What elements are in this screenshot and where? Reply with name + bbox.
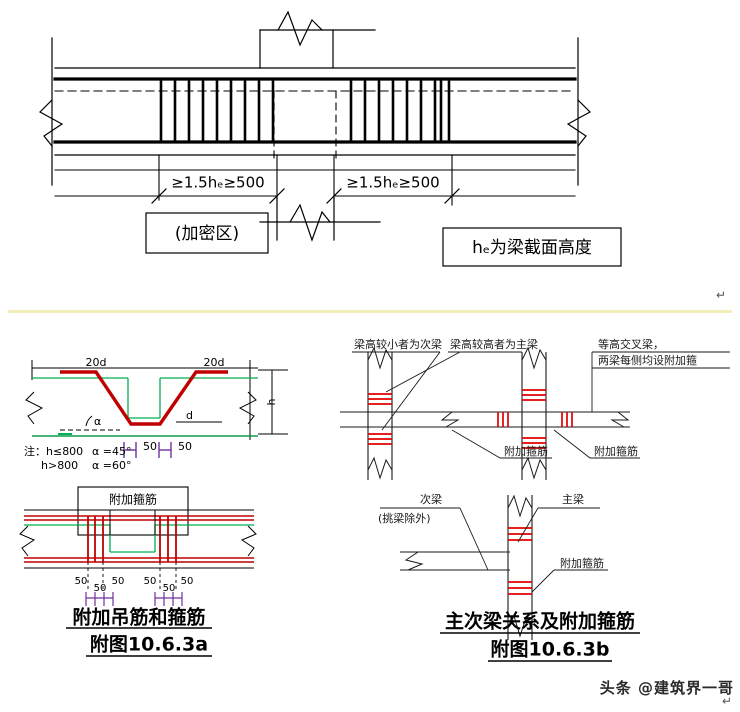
watermark: 头条 @建筑界一哥: [599, 679, 734, 697]
figure-a-caption-number: 附图10.6.3a: [90, 633, 208, 656]
a-plan-rebars-red: [24, 515, 254, 563]
b3-leader-secondary-diag: [459, 507, 489, 571]
break-symbol-bottom: [289, 203, 331, 242]
a-plan-label: 附加箍筋: [109, 492, 157, 507]
a-note-2-value: α =60°: [92, 459, 131, 472]
b-label-add-stirrup-1: 附加箍筋: [504, 444, 548, 458]
b3-leader-stirrup: [531, 569, 555, 593]
b-leader-primary-diag: [385, 351, 461, 393]
figure-b-svg: 梁高较小者为次梁 梁高较高者为主梁 等高交叉梁， 两梁每侧均设附加箍 附加箍筋 …: [340, 337, 730, 662]
dim-tick-4: [444, 188, 460, 204]
b1-break-bottom: [367, 456, 393, 480]
pilcrow-mark-top: ↵: [715, 288, 726, 302]
stirrup-group-right: [349, 77, 451, 144]
a-label-50-1: 50: [143, 440, 157, 453]
b-label-add-stirrup-2: 附加箍筋: [594, 444, 638, 458]
figure-top-beam-elevation: ≥1.5hₑ≥500 ≥1.5hₑ≥500 (加密区) hₑ为梁截面高度: [0, 0, 740, 290]
a-plan-dim-ticks: [85, 592, 183, 606]
zone-box-label: (加密区): [175, 224, 239, 244]
a-plan-dim-1: 50: [75, 576, 88, 587]
b-label-equal-line2: 两梁每侧均设附加箍: [598, 353, 697, 367]
a-label-20d-left: 20d: [86, 356, 107, 369]
b3-break-left: [404, 551, 424, 571]
figure-a-caption-title: 附加吊筋和箍筋: [72, 606, 205, 629]
b2-break-top: [521, 346, 547, 370]
a-dim-50-marks: [123, 442, 172, 458]
a-plan-dim-6: 50: [181, 576, 194, 587]
b-label-primary-beam: 主梁: [562, 492, 584, 506]
a-break-left: [25, 391, 44, 425]
b2-stirrups-red: [497, 389, 573, 449]
a-label-angle: α: [94, 415, 101, 428]
b-label-primary-note: 梁高较高者为主梁: [450, 337, 538, 351]
section-divider: [8, 310, 732, 313]
note-box: [442, 227, 622, 267]
a-angle-arc: [85, 415, 93, 427]
figure-b-caption-title: 主次梁关系及附加箍筋: [445, 610, 635, 633]
zone-box: [145, 212, 269, 254]
b2-break-bottom: [521, 456, 547, 480]
figure-a-hanger-stirrups: 20d 20d α d h 50 50 注：h≤800 α =45° h>800…: [0, 330, 330, 690]
dim-label-right: ≥1.5hₑ≥500: [346, 174, 439, 192]
a-plan-dim-4: 50: [144, 576, 157, 587]
b1-stirrups-red: [368, 393, 392, 445]
b-leader-secondary-note-diag: [381, 351, 441, 431]
a-label-20d-right: 20d: [204, 356, 225, 369]
break-symbol-left: [39, 99, 64, 147]
dim-label-left: ≥1.5hₑ≥500: [171, 174, 264, 192]
a-plan-break-right: [240, 525, 257, 557]
b-label-equal-line1: 等高交叉梁，: [598, 337, 664, 351]
a-note-1-cond: 注：h≤800: [24, 444, 83, 458]
b3-leader-primary-diag: [517, 507, 539, 543]
break-symbol-right: [566, 99, 591, 147]
figure-b-caption-number: 附图10.6.3b: [491, 638, 610, 661]
a-beam-outline-green: [32, 377, 258, 437]
b2-break-right: [610, 411, 630, 428]
figure-b-beam-relation: 梁高较小者为次梁 梁高较高者为主梁 等高交叉梁， 两梁每侧均设附加箍 附加箍筋 …: [340, 330, 740, 690]
figure-a-svg: 20d 20d α d h 50 50 注：h≤800 α =45° h>800…: [19, 356, 288, 657]
a-plan-dim-5: 50: [163, 583, 176, 594]
a-plan-dim-3: 50: [112, 576, 125, 587]
a-plan-dim-ext: [87, 562, 177, 592]
note-box-label: hₑ为梁截面高度: [472, 238, 592, 258]
a-break-right: [238, 391, 257, 425]
a-plan-section-lines: [109, 510, 156, 535]
b-label-secondary-beam-sub: (挑梁除外): [378, 511, 431, 525]
stirrup-group-left: [159, 77, 275, 144]
pilcrow-mark-bottom: ↵: [721, 694, 732, 708]
b2-break-left: [440, 411, 460, 428]
b3-break-bottom: [507, 614, 533, 638]
b1-break-top: [367, 346, 393, 370]
b-leader-stirrup-2: [553, 429, 591, 459]
a-label-50-2: 50: [178, 440, 192, 453]
a-plan-add-stirrups-red: [87, 516, 177, 562]
b3-break-top: [507, 494, 533, 518]
a-plan-dim-2: 50: [94, 583, 107, 594]
b-leader-stirrup-1: [451, 429, 501, 459]
a-plan-break-left: [19, 525, 36, 557]
a-plan-secondary-green: [24, 524, 254, 553]
b-label-secondary-beam: 次梁: [420, 492, 442, 506]
b3-stirrups-red: [508, 527, 532, 595]
figure-top-svg: ≥1.5hₑ≥500 ≥1.5hₑ≥500 (加密区) hₑ为梁截面高度: [39, 10, 622, 267]
a-plan-label-box: [77, 486, 189, 536]
dim-tick-1: [151, 188, 167, 204]
a-note-2-cond: h>800: [41, 459, 78, 472]
b-label-secondary-note: 梁高较小者为次梁: [354, 337, 442, 351]
a-label-d: d: [186, 409, 193, 422]
break-symbol-top: [277, 10, 323, 47]
b-label-add-stirrup-3: 附加箍筋: [560, 556, 604, 570]
a-note-1-value: α =45°: [92, 445, 131, 458]
a-hanger-bar-red: [60, 370, 228, 426]
a-label-h: h: [265, 398, 278, 405]
